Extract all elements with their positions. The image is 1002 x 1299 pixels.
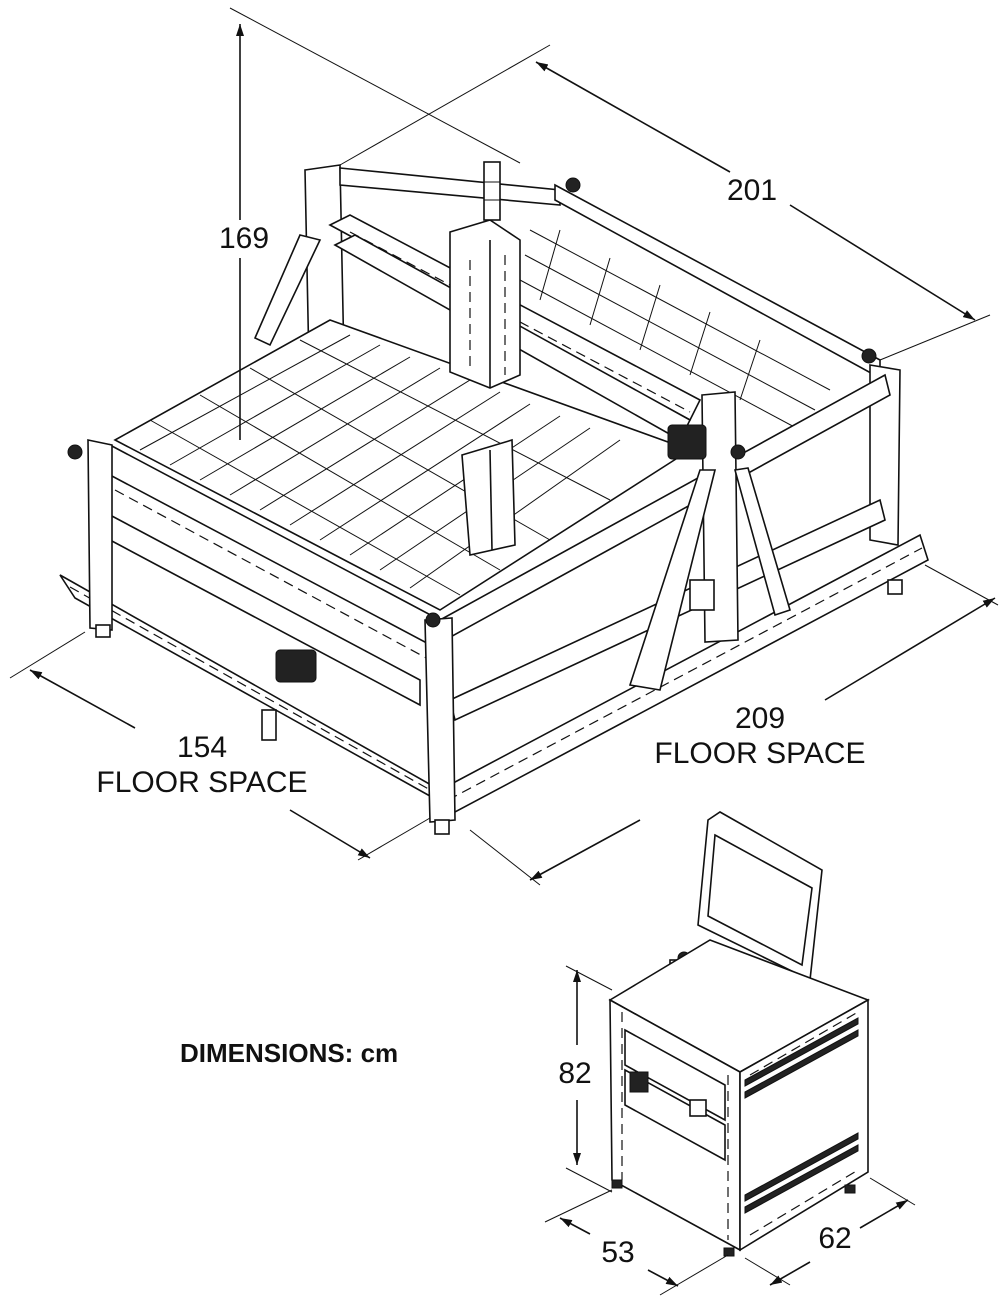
units-title: DIMENSIONS: cm [180, 1038, 398, 1068]
back-grid [519, 229, 831, 431]
foot [95, 624, 111, 638]
cabinet-width-value: 62 [818, 1222, 851, 1255]
right-a-frame-rear [733, 467, 791, 617]
front-left-post [87, 439, 113, 631]
cabinet-foot [844, 1184, 856, 1194]
floor-width-dimension: 154 FLOOR SPACE [9, 631, 431, 861]
floor-length-dimension: 209 FLOOR SPACE [469, 564, 999, 886]
floor-length-label: FLOOR SPACE [654, 737, 865, 770]
height-dimension: 169 [219, 24, 269, 440]
z-carriage [449, 219, 521, 389]
cabinet-indicator [689, 1099, 707, 1117]
gantry-machine [59, 161, 929, 835]
foot [434, 819, 450, 835]
emergency-stop [861, 348, 877, 364]
floor-width-label: FLOOR SPACE [96, 766, 307, 799]
back-right-post [869, 364, 901, 546]
monitor-screen [707, 833, 813, 967]
floor-length-value: 209 [735, 702, 785, 735]
height-value: 169 [219, 222, 269, 255]
cabinet-width-dimension: 62 [744, 1177, 916, 1286]
right-a-frame [628, 469, 717, 691]
depth-dimension: 201 [229, 7, 991, 361]
emergency-stop [425, 612, 441, 628]
emergency-stop [67, 444, 83, 460]
depth-value: 201 [727, 174, 777, 207]
front-motor [275, 649, 317, 683]
front-carriage [461, 438, 516, 556]
cabinet-depth-dimension: 53 [544, 1189, 729, 1296]
left-a-frame [253, 234, 322, 347]
cabinet-height-value: 82 [558, 1057, 591, 1090]
floor-width-value: 154 [177, 731, 227, 764]
cabinet-panel [624, 1028, 726, 1122]
cabinet-height-dimension: 82 [558, 965, 613, 1193]
cabinet-vents [744, 1017, 859, 1214]
back-beam [339, 167, 561, 206]
emergency-stop [730, 444, 746, 460]
cabinet-foot [723, 1247, 735, 1257]
right-lower-motor [689, 579, 715, 611]
front-corner-post [424, 617, 456, 823]
right-motor [667, 424, 707, 460]
foot [261, 709, 277, 741]
tower-light [483, 161, 501, 221]
cabinet-switch [629, 1071, 649, 1093]
cabinet-foot [611, 1179, 623, 1189]
control-cabinet [608, 811, 870, 1257]
foot [887, 579, 903, 595]
emergency-stop [565, 177, 581, 193]
cabinet-depth-value: 53 [601, 1236, 634, 1269]
